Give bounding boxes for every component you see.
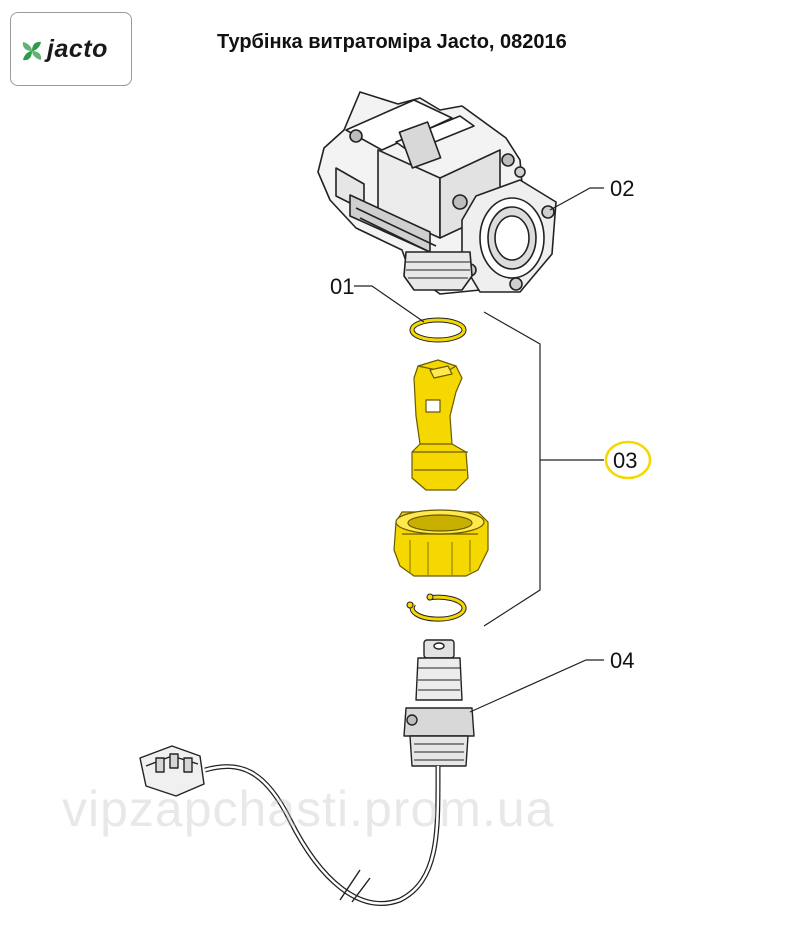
page-title: Турбінка витратоміра Jacto, 082016 bbox=[217, 31, 567, 53]
brand-logo: jacto bbox=[10, 12, 132, 86]
threaded-nut-03 bbox=[393, 509, 489, 577]
callout-04: 04 bbox=[610, 648, 634, 673]
leader-lines bbox=[354, 187, 604, 713]
flow-sensor-04 bbox=[403, 639, 475, 767]
callout-02: 02 bbox=[610, 176, 634, 201]
callout-01: 01 bbox=[330, 274, 354, 299]
callout-03-highlight bbox=[604, 440, 652, 480]
electrical-connector bbox=[139, 745, 205, 797]
logo-text: jacto bbox=[47, 35, 108, 63]
jacto-leaf-icon bbox=[22, 41, 42, 61]
flowmeter-housing bbox=[317, 91, 557, 295]
callout-03: 03 bbox=[613, 448, 637, 473]
o-ring-01 bbox=[409, 317, 467, 343]
snap-ring-03 bbox=[406, 593, 467, 622]
turbine-body-03 bbox=[411, 359, 469, 491]
watermark: vipzapchasti.prom.ua bbox=[62, 781, 555, 837]
